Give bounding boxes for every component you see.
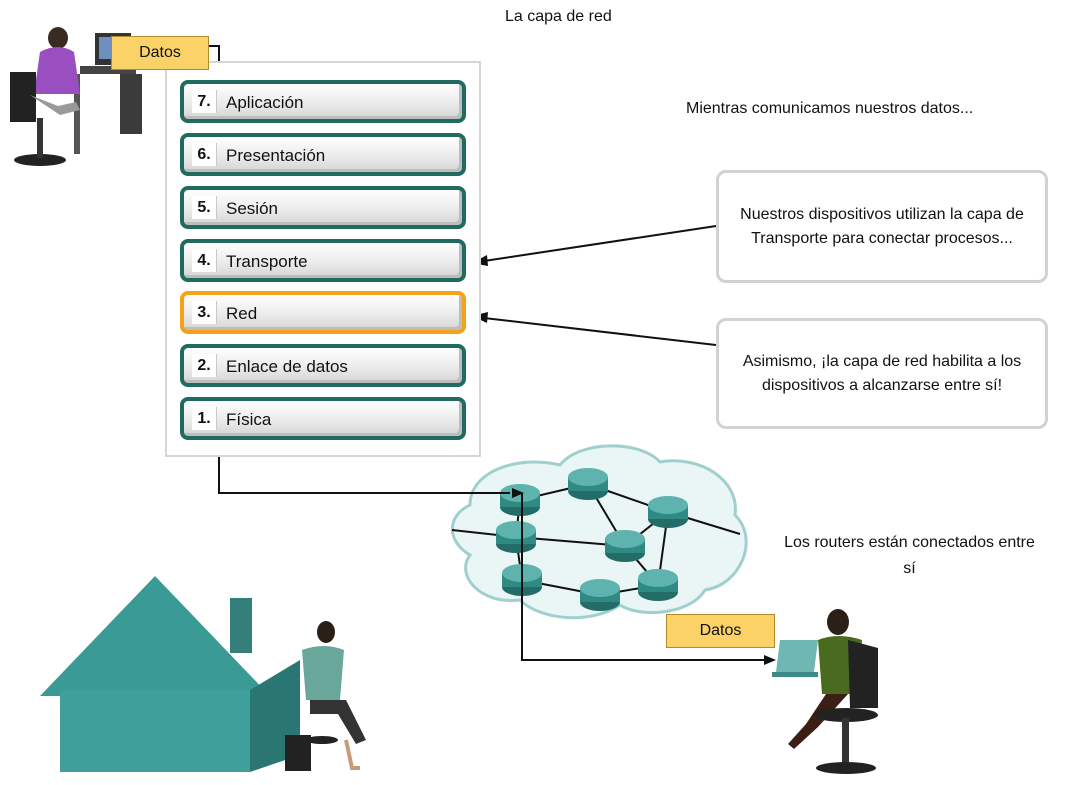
routers-note-line2: sí <box>903 560 916 577</box>
page-title: La capa de red <box>505 8 612 25</box>
router-icon <box>638 569 678 601</box>
data-label-sender: Datos <box>111 36 209 70</box>
callout-network: Asimismo, ¡la capa de red habilita a los… <box>716 318 1048 429</box>
callout-arrows <box>483 225 717 346</box>
layer-4: 4. Transporte <box>180 239 466 282</box>
receiver-person-icon <box>772 609 878 774</box>
layer-name: Red <box>226 304 258 323</box>
layer-name: Presentación <box>226 146 326 165</box>
arrowhead-icon <box>512 488 524 498</box>
layer-name: Transporte <box>226 252 308 271</box>
layer-1: 1. Física <box>180 397 466 440</box>
router-icon <box>580 579 620 611</box>
router-icon <box>568 468 608 500</box>
layer-6: 6. Presentación <box>180 133 466 176</box>
layer-name: Enlace de datos <box>226 357 348 376</box>
router-icon <box>605 530 645 562</box>
layer-number: 5. <box>192 196 217 219</box>
layer-7: 7. Aplicación <box>180 80 466 123</box>
layer-name: Sesión <box>226 199 278 218</box>
callout-transport: Nuestros dispositivos utilizan la capa d… <box>716 170 1048 283</box>
home-person-icon <box>285 621 366 771</box>
layer-5: 5. Sesión <box>180 186 466 229</box>
layer-number: 4. <box>192 249 217 272</box>
router-icon <box>496 521 536 553</box>
house-icon <box>40 576 300 772</box>
layer-number: 1. <box>192 407 217 430</box>
arrowhead-icon <box>764 655 776 665</box>
routers <box>496 468 688 611</box>
router-icon <box>500 484 540 516</box>
intro-text: Mientras comunicamos nuestros datos... <box>686 100 974 117</box>
layer-number: 7. <box>192 90 217 113</box>
callout-network-text: Asimismo, ¡la capa de red habilita a los… <box>742 352 1022 394</box>
layer-2: 2. Enlace de datos <box>180 344 466 387</box>
layer-number: 2. <box>192 354 217 377</box>
routers-note-line1: Los routers están conectados entre <box>784 534 1035 551</box>
callout-transport-text: Nuestros dispositivos utilizan la capa d… <box>740 205 1024 247</box>
layer-3-highlighted: 3. Red <box>180 291 466 334</box>
layer-number: 6. <box>192 143 217 166</box>
layer-name: Física <box>226 410 272 429</box>
layer-name: Aplicación <box>226 93 304 112</box>
data-label-receiver: Datos <box>666 614 775 648</box>
layer-number: 3. <box>192 301 217 324</box>
routers-note: Los routers están conectados entre sí <box>742 530 1077 582</box>
router-icon <box>648 496 688 528</box>
